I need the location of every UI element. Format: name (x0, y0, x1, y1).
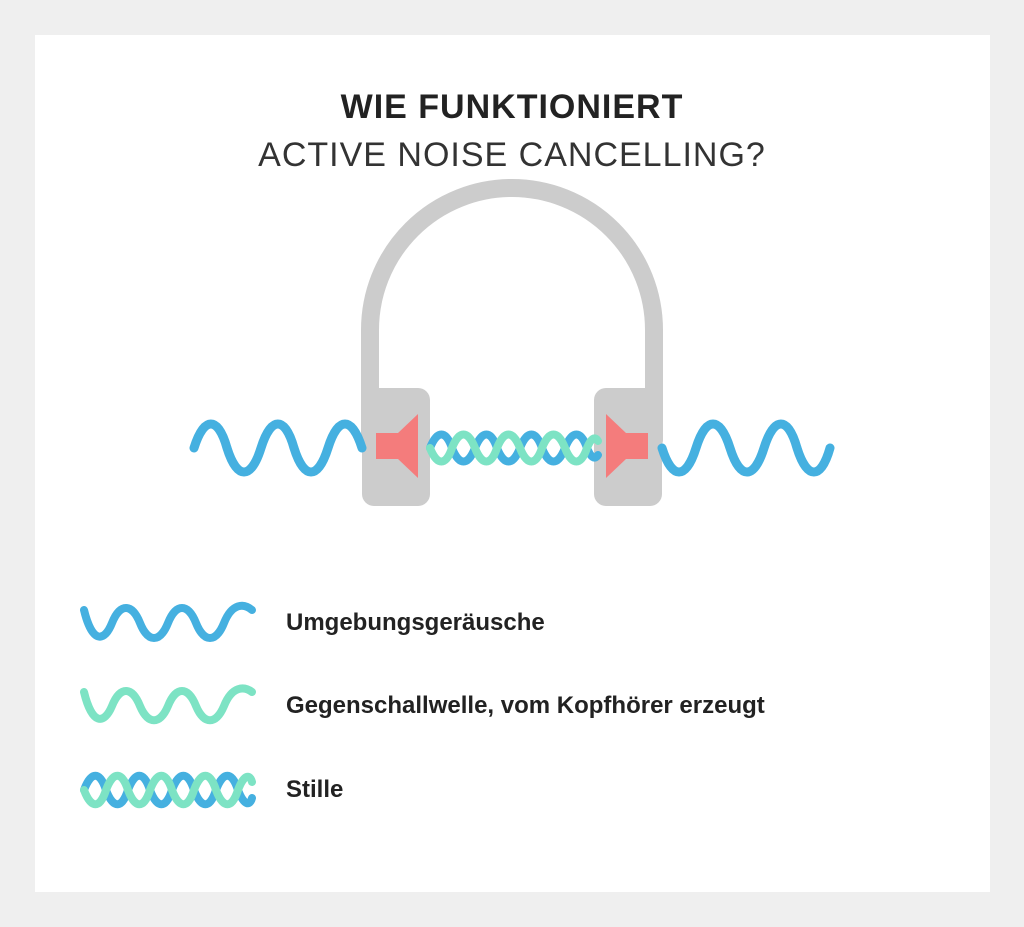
title-line-1: WIE FUNKTIONIERT (340, 88, 684, 126)
legend-ambient-wave-icon (80, 601, 256, 642)
ambient-wave-left (189, 419, 367, 477)
legend-label-silence: Stille (286, 776, 344, 803)
title-line-2: ACTIVE NOISE CANCELLING? (258, 136, 766, 174)
ambient-wave-right (657, 419, 835, 477)
legend-label-ambient: Umgebungsgeräusche (286, 609, 545, 636)
legend-silence-wave-icon (80, 771, 256, 809)
silence-waves-between-cups (426, 430, 602, 466)
left-ear-cup (362, 388, 430, 506)
right-speaker-icon (606, 414, 648, 478)
legend-counter-wave-icon (80, 684, 256, 725)
right-ear-cup (594, 388, 662, 506)
legend-label-counter-wave: Gegenschallwelle, vom Kopfhörer erzeugt (286, 692, 765, 719)
headband (361, 179, 663, 449)
left-speaker-icon (376, 414, 418, 478)
